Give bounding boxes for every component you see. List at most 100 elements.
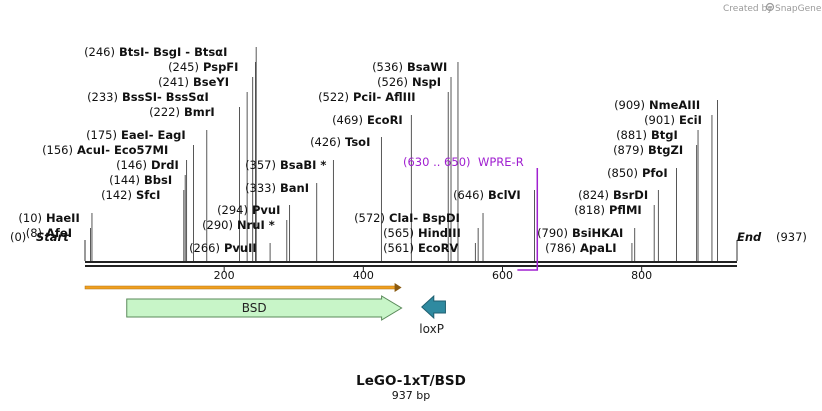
- restriction-site[interactable]: (357)BsaBI *: [245, 158, 334, 261]
- restriction-site[interactable]: (909)NmeAIII: [614, 98, 718, 261]
- site-name: ClaI: [389, 211, 413, 225]
- axis-tick-label: 600: [492, 269, 513, 282]
- restriction-site[interactable]: (245)PspFI: [168, 60, 256, 261]
- site-position: (818): [574, 203, 605, 217]
- site-name: PvuII: [224, 241, 257, 255]
- restriction-site[interactable]: (561)EcoRV: [383, 241, 476, 261]
- restriction-site[interactable]: (10)HaeII: [18, 211, 93, 261]
- site-position: (142): [101, 188, 132, 202]
- site-name: BtsI: [119, 45, 144, 59]
- restriction-site[interactable]: (142)SfcI: [101, 188, 185, 261]
- site-position: (290): [202, 218, 233, 232]
- orf-arrow[interactable]: [84, 283, 402, 292]
- site-name: HindIII: [418, 226, 461, 240]
- restriction-site[interactable]: (469)EcoRI: [332, 113, 412, 261]
- restriction-site[interactable]: (426) TsoI: [310, 135, 382, 261]
- restriction-site[interactable]: (790)BsiHKAI: [537, 226, 636, 261]
- site-name: EcoRI: [367, 113, 403, 127]
- restriction-site[interactable]: (565) HindIII: [383, 226, 479, 261]
- primer-range: (630 .. 650): [403, 155, 471, 169]
- restriction-site[interactable]: (881)BtgI: [616, 128, 699, 261]
- site-position: (536): [372, 60, 403, 74]
- restriction-site[interactable]: (901) EciI: [644, 113, 713, 261]
- site-name: AcuI: [77, 143, 105, 157]
- feature-label: BSD: [242, 301, 267, 315]
- site-name: TsoI: [345, 135, 370, 149]
- site-position: (824): [578, 188, 609, 202]
- site-position: (8): [26, 226, 42, 240]
- site-position: (156): [42, 143, 73, 157]
- restriction-site[interactable]: (233)BssSI - BssSαI: [87, 90, 248, 261]
- map-title: LeGO-1xT/BSD: [356, 373, 466, 389]
- site-position: (850): [607, 166, 638, 180]
- restriction-site[interactable]: (526)NspI: [377, 75, 452, 261]
- site-isoschizomers: - AflIII: [376, 90, 415, 104]
- site-position: (526): [377, 75, 408, 89]
- site-name: PspFI: [203, 60, 238, 74]
- site-name: BmrI: [184, 105, 215, 119]
- axis-tick-label: 800: [631, 269, 652, 282]
- primer-arrow[interactable]: [517, 168, 539, 271]
- site-name: NruI *: [237, 218, 275, 232]
- restriction-site[interactable]: (536) BsaWI: [372, 60, 459, 261]
- snapgene-credit: Created by SnapGene: [723, 2, 822, 14]
- site-name: PvuI: [252, 203, 280, 217]
- restriction-site[interactable]: (175)EaeI - EagI: [86, 128, 208, 261]
- credit-prefix: Created by: [723, 4, 773, 14]
- map-subtitle: 937 bp: [392, 389, 430, 402]
- restriction-site[interactable]: (8)AfeI: [26, 226, 92, 261]
- site-name: HaeII: [46, 211, 80, 225]
- site-position: (901): [644, 113, 675, 127]
- site-name: BssSI: [122, 90, 157, 104]
- restriction-site[interactable]: (850)PfoI: [607, 166, 677, 261]
- restriction-site[interactable]: (246)BtsI - BsgI - BtsαI: [84, 45, 257, 261]
- site-name: EcoRV: [418, 241, 458, 255]
- site-isoschizomers: - BspDI: [413, 211, 459, 225]
- sequence-backbone: [85, 261, 737, 267]
- restriction-site[interactable]: (266) PvuII: [189, 241, 271, 261]
- site-position: (426): [310, 135, 341, 149]
- start-position: (0): [10, 230, 26, 244]
- restriction-site[interactable]: (879)BtgZI: [613, 143, 698, 261]
- restriction-site[interactable]: (156)AcuI - Eco57MI: [42, 143, 195, 261]
- axis-tick-label: 400: [353, 269, 374, 282]
- site-position: (144): [109, 173, 140, 187]
- site-name: DrdI: [151, 158, 179, 172]
- site-name: ApaLI: [580, 241, 617, 255]
- restriction-site[interactable]: (824)BsrDI: [578, 188, 659, 261]
- site-position: (357): [245, 158, 276, 172]
- end-label: End: [737, 230, 762, 244]
- restriction-site[interactable]: (522)PciI - AflIII: [318, 90, 449, 261]
- site-position: (266): [189, 241, 220, 255]
- site-position: (879): [613, 143, 644, 157]
- feature-label: loxP: [419, 322, 444, 336]
- site-position: (786): [545, 241, 576, 255]
- site-position: (565): [383, 226, 414, 240]
- sequence-ends: (0) Start End (937): [10, 230, 807, 261]
- feature-loxp[interactable]: loxP: [419, 294, 446, 336]
- site-position: (175): [86, 128, 117, 142]
- restriction-site[interactable]: (786) ApaLI: [545, 241, 633, 261]
- restriction-site[interactable]: (290) NruI *: [202, 218, 288, 261]
- site-position: (909): [614, 98, 645, 112]
- restriction-site[interactable]: (146)DrdI: [116, 158, 188, 261]
- site-name: BsaWI: [407, 60, 447, 74]
- feature-bsd[interactable]: BSD: [126, 295, 403, 321]
- site-name: EciI: [679, 113, 702, 127]
- axis-tick-label: 200: [214, 269, 235, 282]
- feature-arrow[interactable]: [126, 295, 403, 321]
- restriction-site[interactable]: (818)PflMI: [574, 203, 655, 261]
- feature-arrow[interactable]: [421, 294, 446, 320]
- restriction-site[interactable]: (222)BmrI: [149, 105, 240, 261]
- restriction-site[interactable]: (646)BclVI: [453, 188, 535, 261]
- site-position: (241): [158, 75, 189, 89]
- restriction-site[interactable]: (241)BseYI: [158, 75, 254, 261]
- primer-wpre-r[interactable]: (630 .. 650) WPRE-R: [403, 155, 539, 271]
- restriction-site[interactable]: (333)BanI: [245, 181, 318, 261]
- primer-name: WPRE-R: [478, 155, 524, 169]
- restriction-site[interactable]: (144) BbsI: [109, 173, 186, 261]
- restriction-site[interactable]: (294)PvuI: [217, 203, 291, 261]
- site-name: BbsI: [144, 173, 172, 187]
- restriction-site[interactable]: (572)ClaI - BspDI: [354, 211, 484, 261]
- restriction-sites: (8)AfeI(10)HaeII(142)SfcI(144) BbsI(146)D…: [18, 45, 718, 261]
